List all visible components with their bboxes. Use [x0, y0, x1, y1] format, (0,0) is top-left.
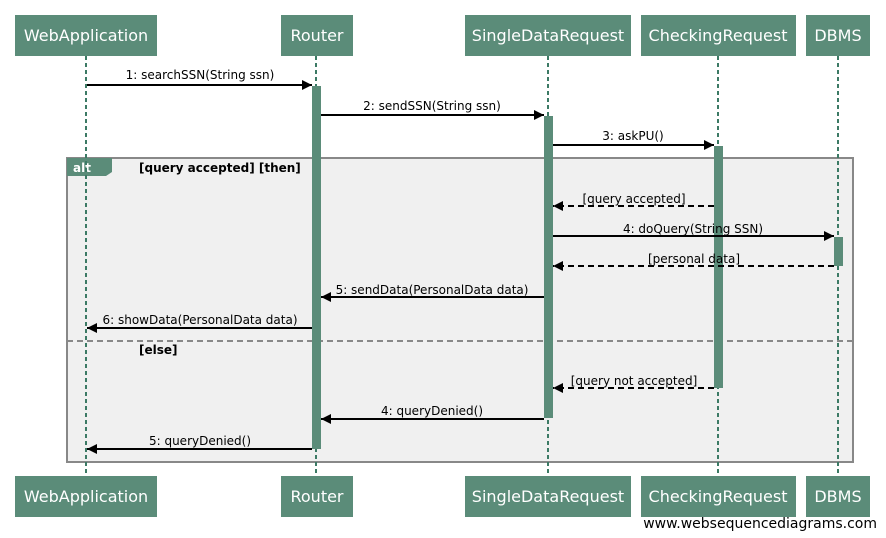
actor-checking-bottom-label: CheckingRequest: [649, 487, 788, 506]
actor-checking-top-label: CheckingRequest: [649, 26, 788, 45]
actor-dbms-top: [806, 15, 870, 56]
actor-webapp-top-label: WebApplication: [24, 26, 148, 45]
alt-frame-tag: alt: [73, 161, 91, 175]
guard-else: [else]: [139, 343, 178, 357]
actor-router-top: [281, 15, 353, 56]
messages: 1: searchSSN(String ssn) 2: sendSSN(Stri…: [87, 68, 834, 454]
actor-webapp-bottom: [15, 476, 157, 517]
message-label-senddata: 5: sendData(PersonalData data): [336, 283, 529, 297]
activation-sdr: [544, 116, 553, 418]
actor-router-top-label: Router: [290, 26, 343, 45]
activation-router: [312, 86, 321, 449]
actor-dbms-bottom: [806, 476, 870, 517]
actor-webapp-bottom-label: WebApplication: [24, 487, 148, 506]
message-label-2: 2: sendSSN(String ssn): [363, 99, 501, 113]
alt-frame-tag-box: [67, 158, 112, 176]
actor-webapp-top: [15, 15, 157, 56]
actors-top: WebApplication Router SingleDataRequest …: [15, 15, 870, 56]
message-label-doquery: 4: doQuery(String SSN): [623, 222, 763, 236]
message-label-showdata: 6: showData(PersonalData data): [102, 313, 297, 327]
actor-dbms-bottom-label: DBMS: [814, 487, 861, 506]
guard-then: [query accepted] [then]: [139, 161, 301, 175]
message-label-query-not-accepted: [query not accepted]: [571, 374, 698, 388]
actor-sdr-top-label: SingleDataRequest: [472, 26, 624, 45]
actor-router-bottom-label: Router: [290, 487, 343, 506]
activation-dbms: [834, 237, 843, 266]
message-label-querydenied-2: 5: queryDenied(): [149, 434, 251, 448]
actors-bottom: WebApplication Router SingleDataRequest …: [15, 476, 870, 517]
actor-dbms-top-label: DBMS: [814, 26, 861, 45]
actor-sdr-bottom-label: SingleDataRequest: [472, 487, 624, 506]
footer-watermark: www.websequencediagrams.com: [643, 516, 877, 532]
actor-sdr-bottom: [465, 476, 631, 517]
message-label-1: 1: searchSSN(String ssn): [126, 68, 275, 82]
message-label-query-accepted: [query accepted]: [582, 192, 685, 206]
actor-checking-top: [641, 15, 796, 56]
message-label-querydenied-1: 4: queryDenied(): [381, 404, 483, 418]
message-label-personal-data: [personal data]: [648, 252, 740, 266]
actor-router-bottom: [281, 476, 353, 517]
actor-checking-bottom: [641, 476, 796, 517]
message-label-3: 3: askPU(): [602, 129, 663, 143]
actor-sdr-top: [465, 15, 631, 56]
